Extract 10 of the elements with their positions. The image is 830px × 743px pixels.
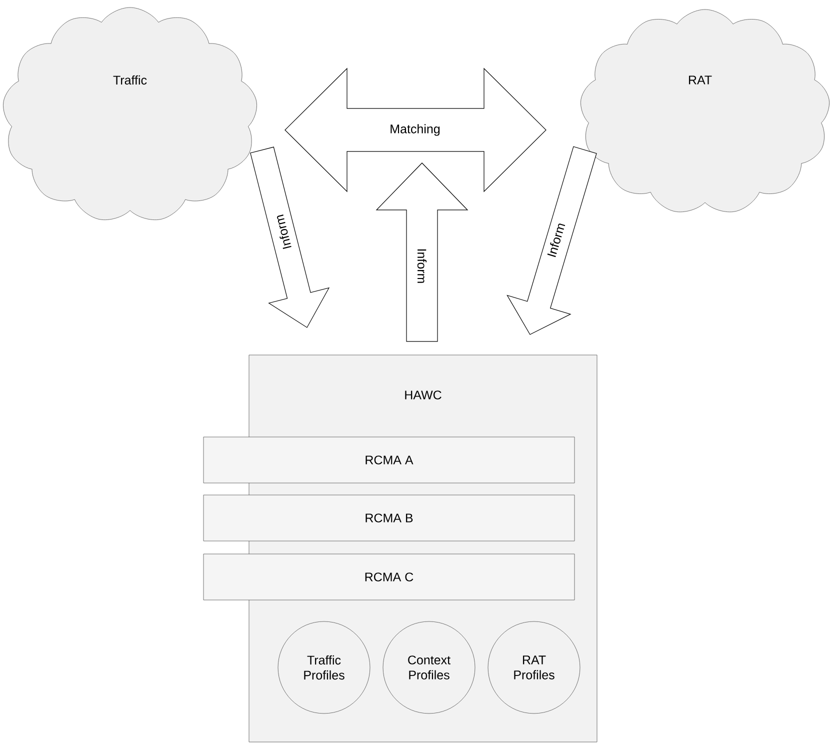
module-bar: RCMA C <box>203 554 575 600</box>
edge-label: Matching <box>388 123 442 137</box>
module-bar: RCMA A <box>203 436 575 484</box>
block-arrow <box>284 68 546 192</box>
block-arrow <box>250 146 330 328</box>
edge-label: Inform <box>273 212 293 252</box>
module-bar: RCMA B <box>203 494 575 542</box>
edge-label: Inform <box>545 220 567 260</box>
block-arrow <box>506 146 597 335</box>
block-arrow <box>376 162 468 342</box>
